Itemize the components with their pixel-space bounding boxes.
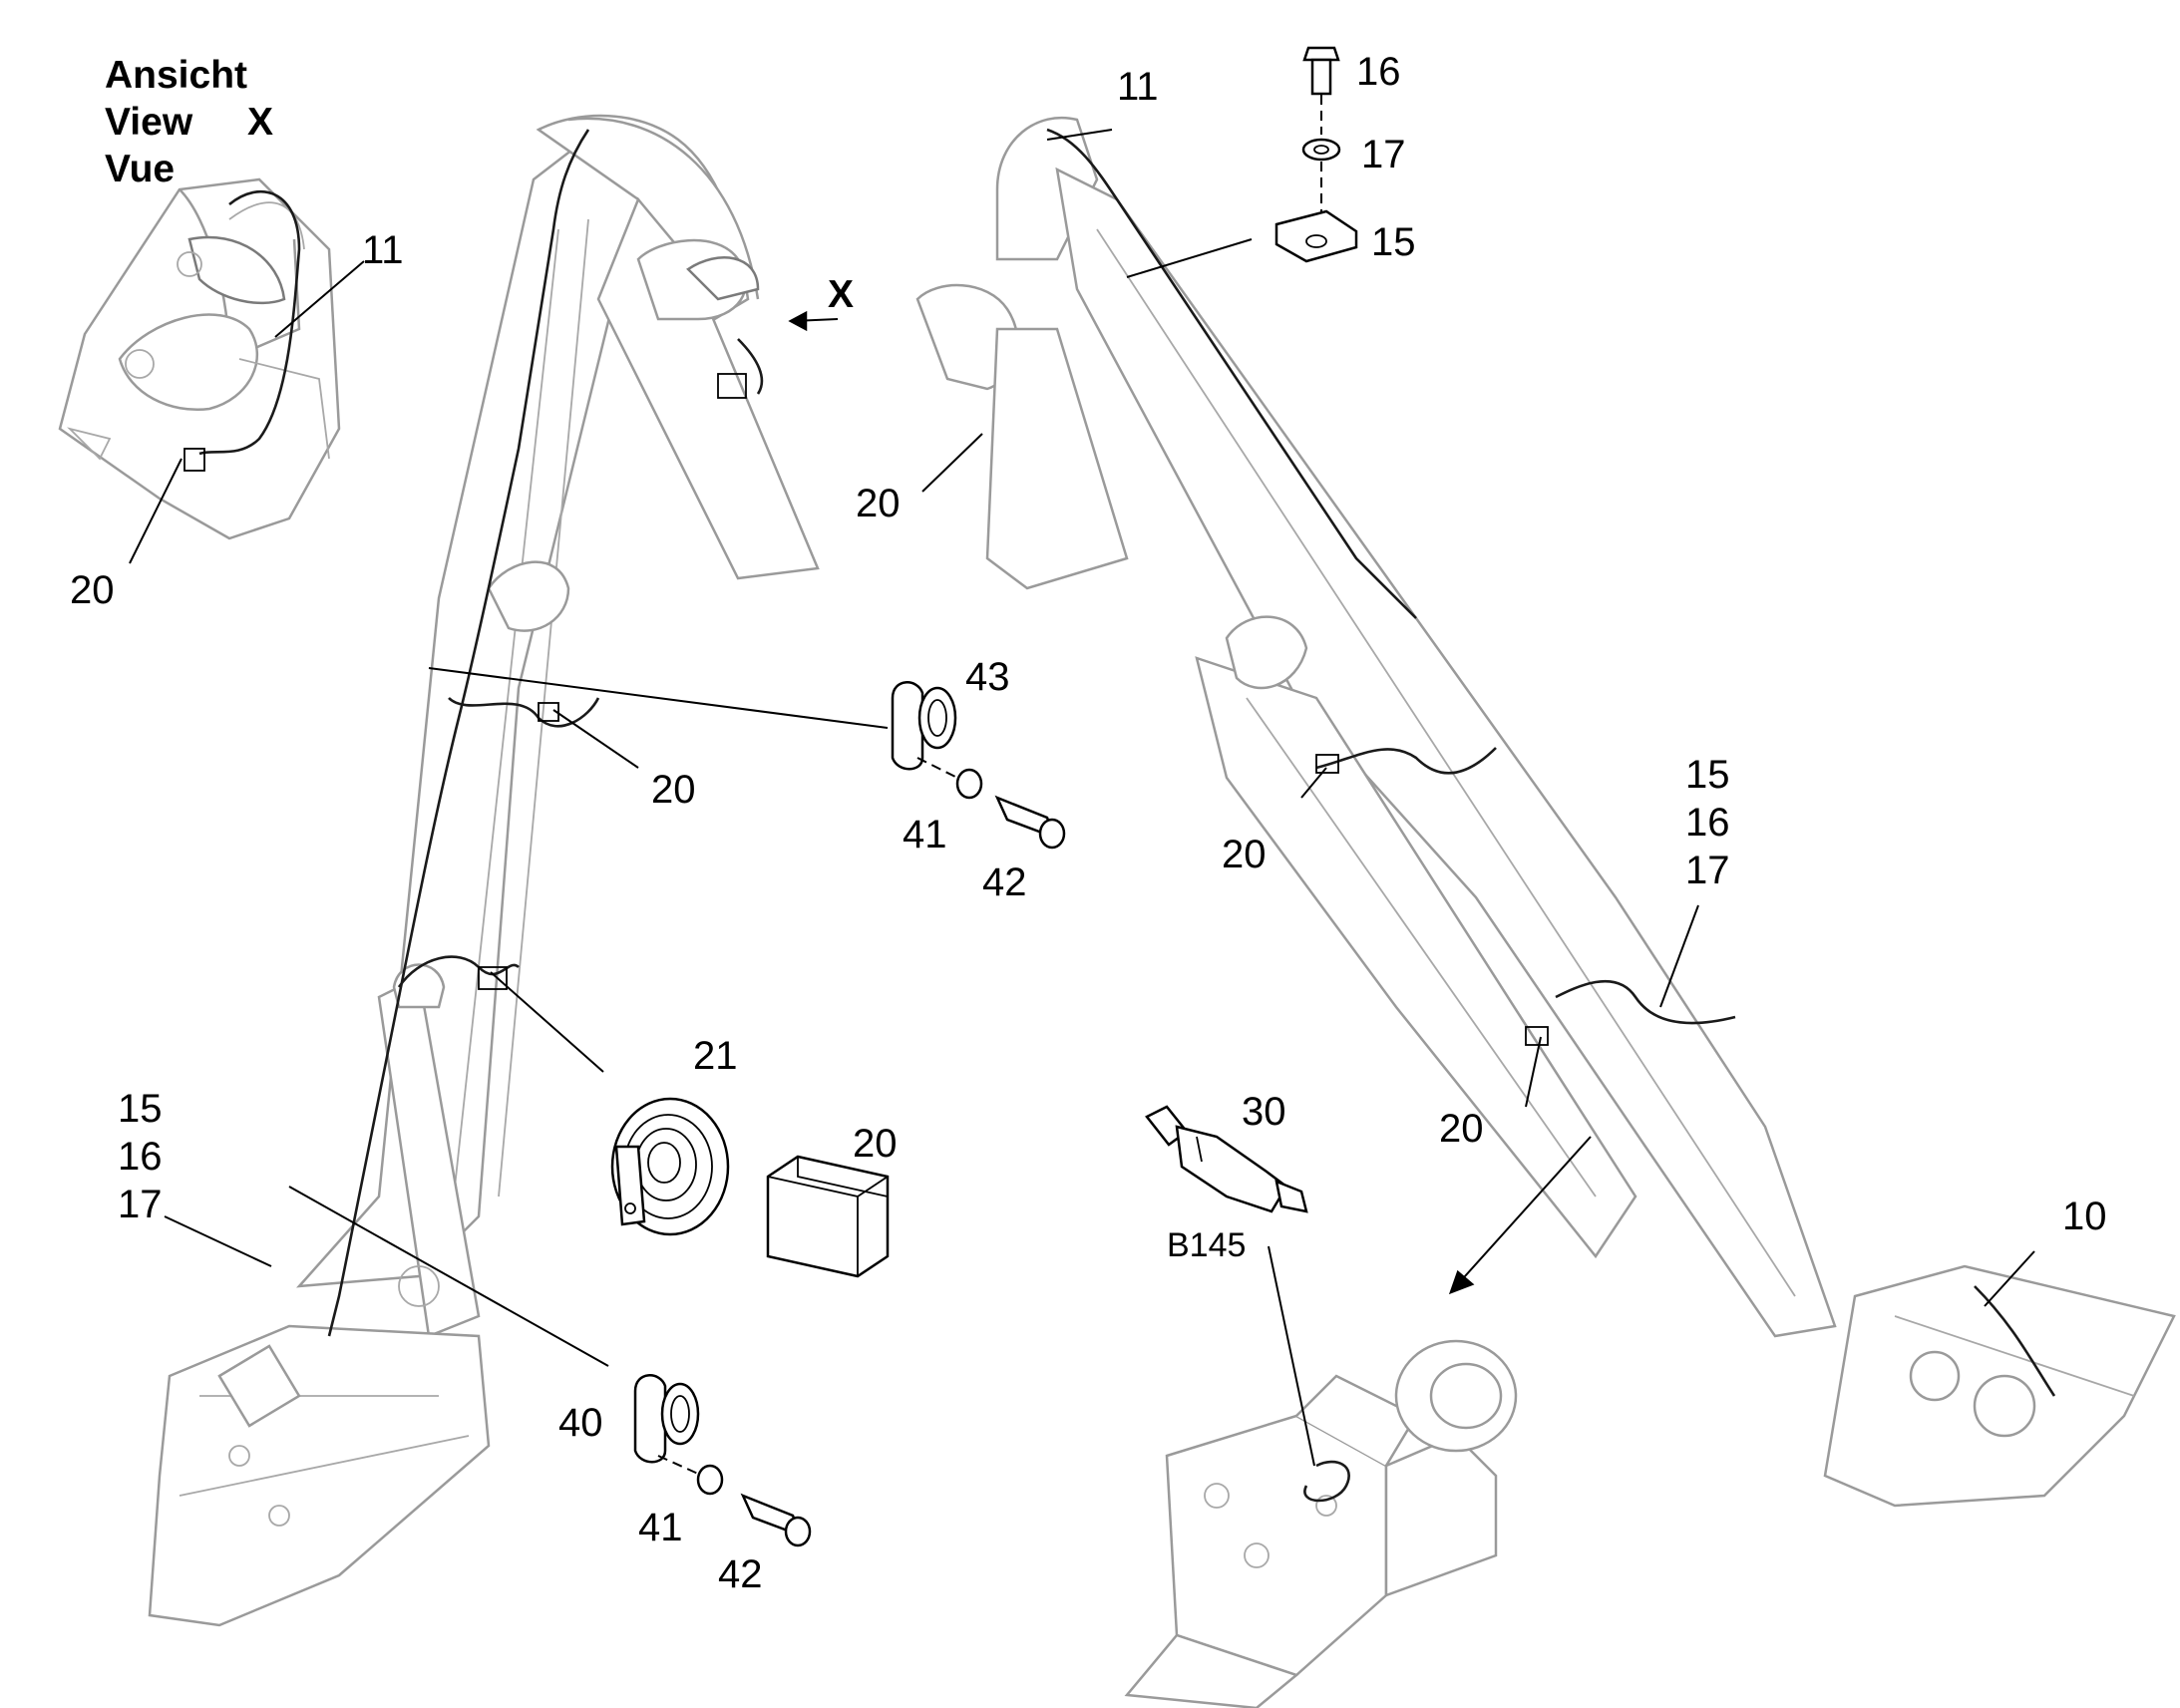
horn-icon bbox=[610, 1097, 730, 1236]
callout-10: 10 bbox=[2062, 1195, 2107, 1238]
callout-11-right: 11 bbox=[1117, 65, 1159, 109]
callout-16-left: 16 bbox=[118, 1135, 163, 1179]
callout-20-mid-right: 20 bbox=[1222, 833, 1267, 876]
clamp-assembly-lower bbox=[633, 1374, 812, 1547]
callout-42-lower: 42 bbox=[718, 1552, 763, 1596]
callout-15-left: 15 bbox=[118, 1087, 163, 1131]
cable-clamp-icon bbox=[633, 1374, 700, 1464]
view-label-de: Ansicht bbox=[105, 54, 247, 97]
callout-17-top: 17 bbox=[1361, 133, 1406, 176]
right-boom bbox=[915, 116, 2176, 1508]
callout-11-detail: 11 bbox=[362, 228, 404, 272]
callout-41-lower: 41 bbox=[638, 1506, 683, 1549]
callout-20-lower-right: 20 bbox=[1439, 1107, 1484, 1151]
clamp-assembly-upper bbox=[891, 681, 1066, 850]
callout-20-mid-left: 20 bbox=[651, 768, 696, 812]
callout-b145: B145 bbox=[1167, 1226, 1246, 1264]
callout-17-mid-right: 17 bbox=[1685, 849, 1730, 892]
callout-20-detail: 20 bbox=[70, 568, 115, 612]
callout-15-mid-right: 15 bbox=[1685, 753, 1730, 797]
callout-15-top: 15 bbox=[1371, 220, 1416, 264]
callout-16-mid-right: 16 bbox=[1685, 801, 1730, 845]
callout-20-box: 20 bbox=[853, 1122, 898, 1166]
callout-17-left: 17 bbox=[118, 1183, 163, 1226]
callout-43: 43 bbox=[965, 655, 1010, 699]
callout-labels: 11 20 11 16 17 15 20 43 20 41 42 20 15 1… bbox=[70, 50, 2107, 1596]
callout-16-top: 16 bbox=[1356, 50, 1401, 94]
callout-41-upper: 41 bbox=[903, 813, 947, 856]
leader-lines bbox=[129, 129, 2035, 1467]
bolt-washer-clamp-top bbox=[1274, 46, 1358, 263]
view-x-detail bbox=[58, 177, 341, 540]
view-label-fr: Vue bbox=[105, 148, 175, 190]
view-arrow-letter: X bbox=[828, 273, 854, 316]
view-label-en: View bbox=[105, 101, 193, 144]
callout-40: 40 bbox=[558, 1401, 603, 1445]
view-x-label: Ansicht View X Vue bbox=[105, 54, 273, 190]
junction-box-icon bbox=[766, 1155, 890, 1278]
view-letter: X bbox=[247, 101, 273, 144]
valve-block-detail bbox=[1124, 1339, 1518, 1708]
callout-30: 30 bbox=[1242, 1090, 1286, 1134]
callout-21: 21 bbox=[693, 1034, 738, 1078]
pressure-sensor-icon bbox=[1145, 1105, 1308, 1213]
left-boom bbox=[148, 114, 820, 1627]
callout-20-upper-right: 20 bbox=[856, 482, 901, 525]
cable-clamp-icon bbox=[891, 681, 957, 771]
callout-42-upper: 42 bbox=[982, 860, 1027, 904]
